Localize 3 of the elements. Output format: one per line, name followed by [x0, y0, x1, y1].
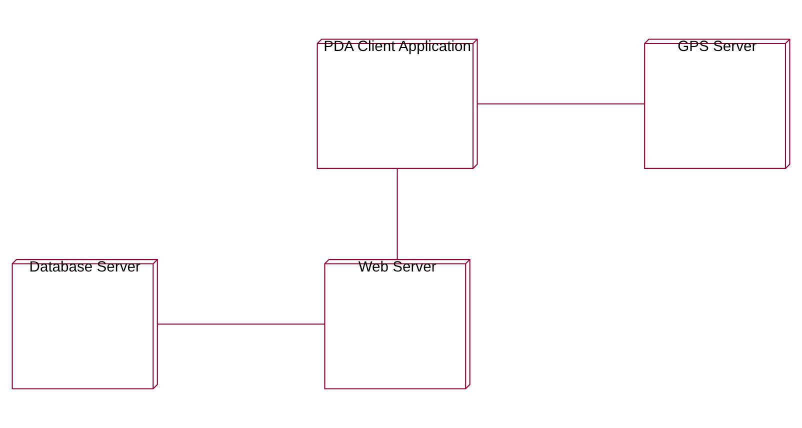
connector — [157, 324, 325, 325]
connector — [478, 103, 644, 104]
connector — [396, 168, 398, 260]
